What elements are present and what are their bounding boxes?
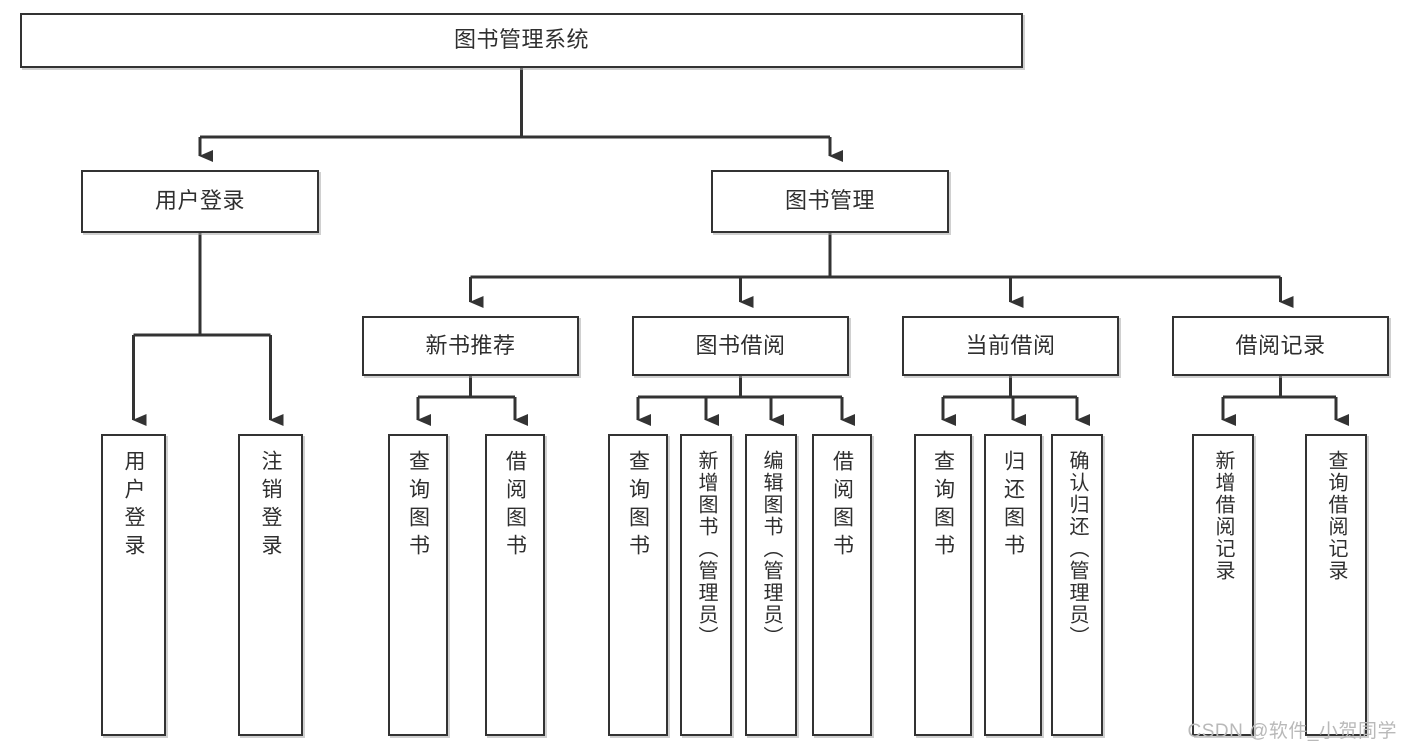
- node-borrow-record[interactable]: 借阅记录: [1172, 316, 1389, 376]
- node-leaf-add-book-admin[interactable]: 新增图书（管理员）: [680, 434, 732, 736]
- node-leaf-add-borrow-record[interactable]: 新增借阅记录: [1192, 434, 1254, 736]
- node-leaf-logout-login[interactable]: 注销登录: [238, 434, 303, 736]
- node-label: 图书管理系统: [453, 27, 589, 53]
- node-book-borrow[interactable]: 图书借阅: [632, 316, 849, 376]
- node-leaf-query-book-2[interactable]: 查询图书: [608, 434, 668, 736]
- node-leaf-query-book-3[interactable]: 查询图书: [914, 434, 972, 736]
- node-leaf-return-book[interactable]: 归还图书: [984, 434, 1042, 736]
- node-label: 查询图书: [931, 450, 955, 562]
- node-label: 借阅图书: [503, 450, 527, 562]
- node-label: 用户登录: [154, 188, 245, 214]
- node-label: 查询图书: [626, 450, 650, 562]
- node-label: 用户登录: [122, 450, 145, 562]
- node-new-book-recommend[interactable]: 新书推荐: [362, 316, 579, 376]
- node-label: 图书管理: [784, 188, 875, 214]
- node-label: 查询图书: [406, 450, 430, 562]
- node-label: 注销登录: [259, 450, 282, 562]
- node-label: 确认归还（管理员）: [1066, 450, 1088, 648]
- node-leaf-borrow-book-2[interactable]: 借阅图书: [812, 434, 872, 736]
- node-user-login[interactable]: 用户登录: [81, 170, 319, 233]
- node-label: 新增图书（管理员）: [695, 450, 717, 648]
- node-book-manage[interactable]: 图书管理: [711, 170, 949, 233]
- node-leaf-borrow-book-1[interactable]: 借阅图书: [485, 434, 545, 736]
- node-label: 当前借阅: [965, 332, 1056, 358]
- node-leaf-query-borrow-record[interactable]: 查询借阅记录: [1305, 434, 1367, 736]
- node-current-borrow[interactable]: 当前借阅: [902, 316, 1119, 376]
- node-label: 归还图书: [1001, 450, 1025, 562]
- node-label: 新书推荐: [425, 332, 516, 358]
- node-root[interactable]: 图书管理系统: [20, 13, 1023, 68]
- node-label: 借阅图书: [830, 450, 854, 562]
- node-leaf-edit-book-admin[interactable]: 编辑图书（管理员）: [745, 434, 797, 736]
- node-label: 编辑图书（管理员）: [760, 450, 782, 648]
- node-leaf-query-book-1[interactable]: 查询图书: [388, 434, 448, 736]
- node-label: 查询借阅记录: [1325, 450, 1347, 582]
- node-label: 新增借阅记录: [1212, 450, 1234, 582]
- node-leaf-user-login[interactable]: 用户登录: [101, 434, 166, 736]
- node-leaf-confirm-return[interactable]: 确认归还（管理员）: [1051, 434, 1103, 736]
- node-label: 图书借阅: [695, 332, 786, 358]
- node-label: 借阅记录: [1235, 332, 1326, 358]
